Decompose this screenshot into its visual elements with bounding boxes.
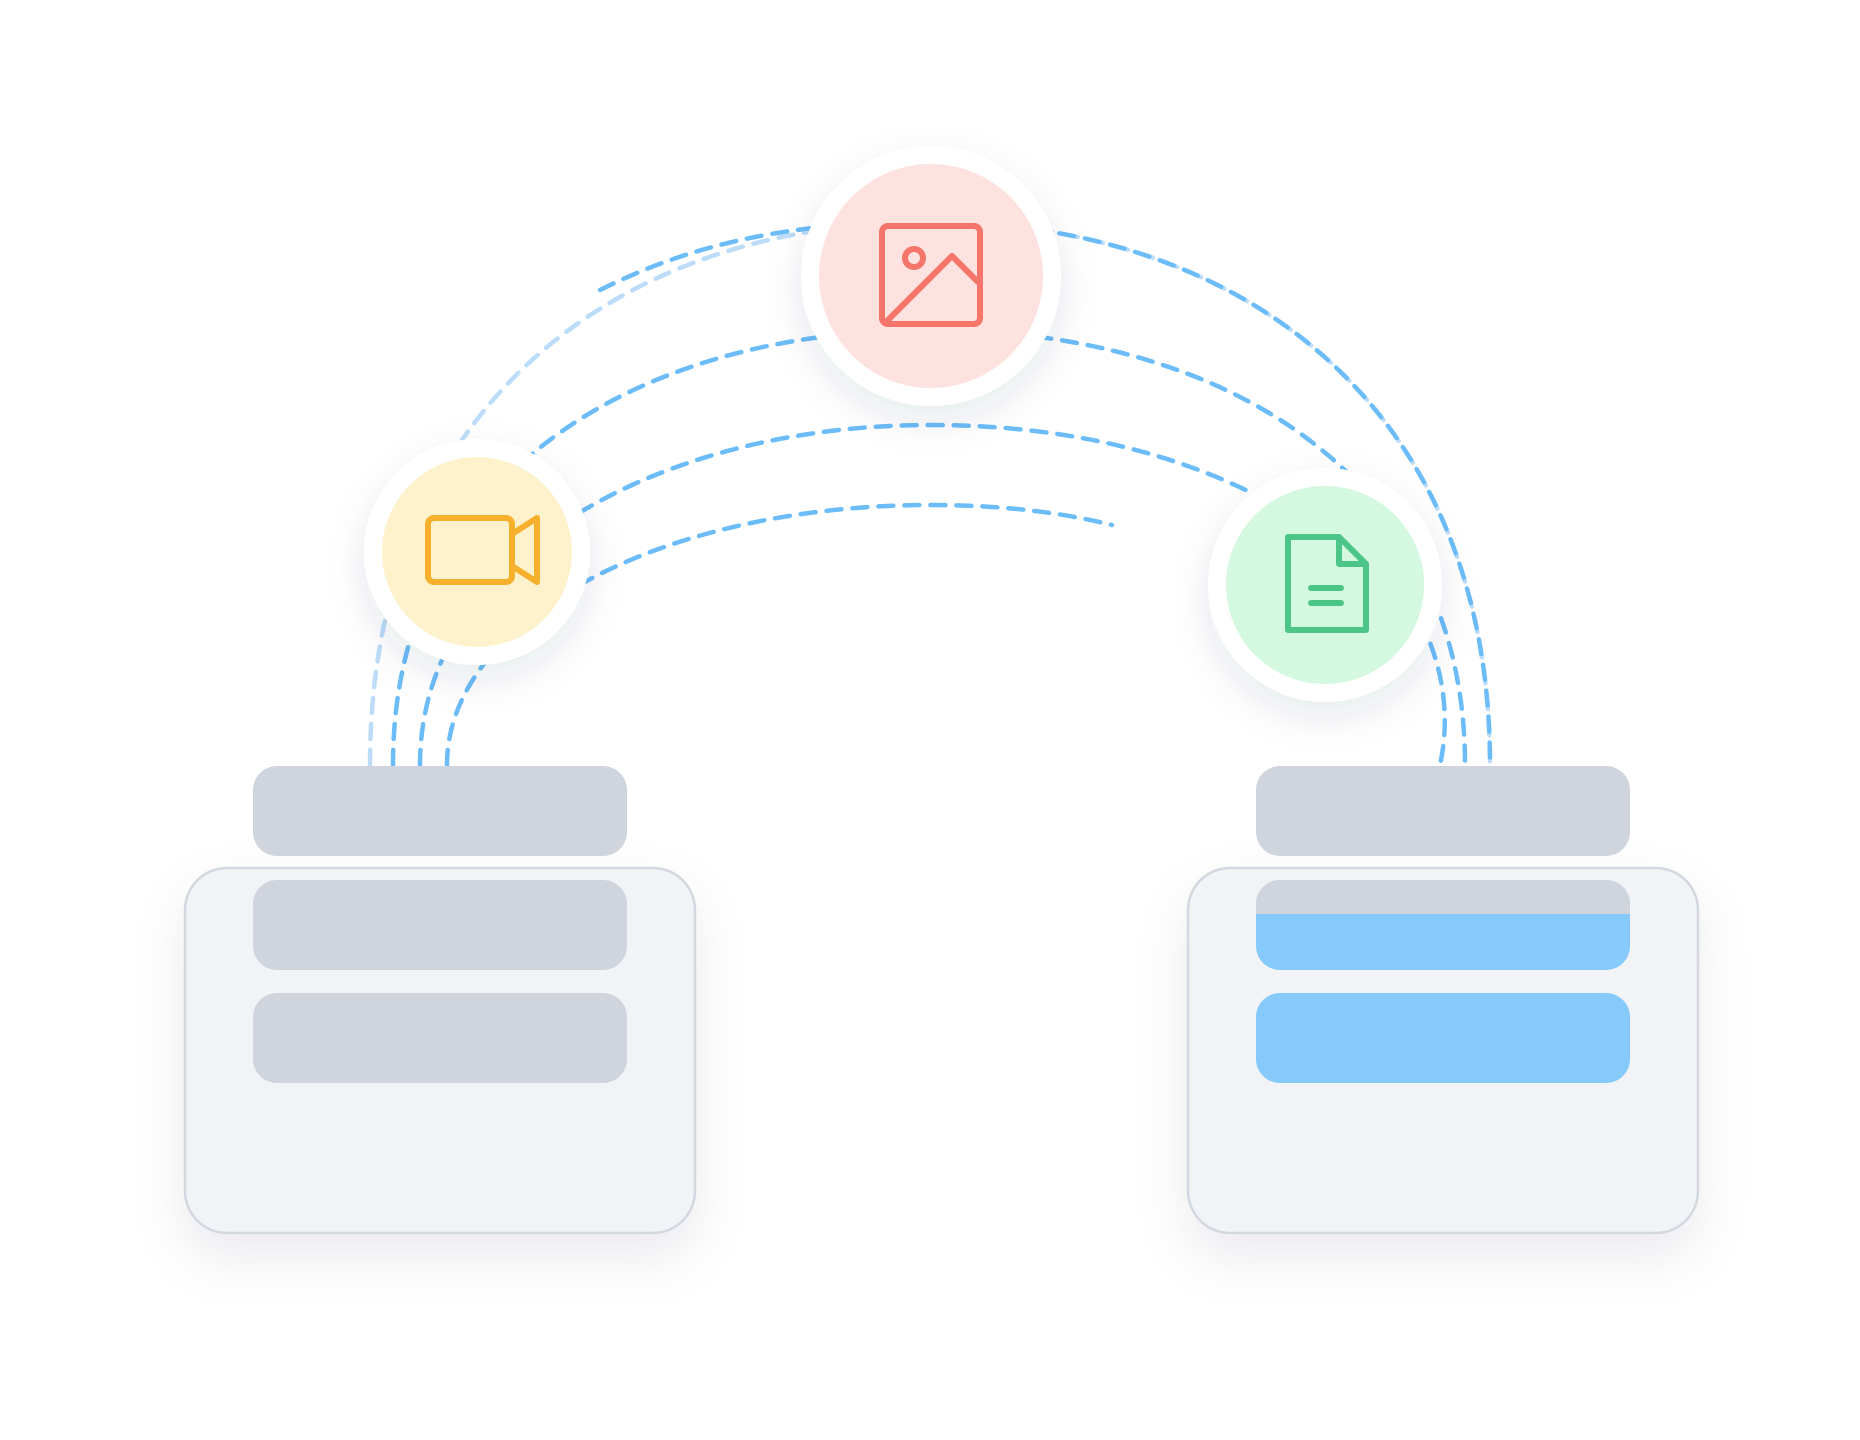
- destination-bar-bottom: [1256, 993, 1630, 1083]
- destination-panel: [1186, 766, 1700, 1235]
- document-icon: [1285, 534, 1369, 633]
- destination-bar-top: [1256, 766, 1630, 856]
- transfer-arc-outer-right: [927, 219, 1493, 768]
- destination-bar-middle: [1256, 880, 1630, 970]
- source-bar-middle: [253, 880, 627, 970]
- destination-bar-middle-unfilled: [1256, 880, 1630, 914]
- image-icon: [879, 223, 983, 327]
- source-bar-bottom: [253, 993, 627, 1083]
- video-node: [364, 439, 590, 665]
- video-camera-icon: [425, 515, 540, 585]
- source-panel: [183, 766, 697, 1235]
- source-bar-top: [253, 766, 627, 856]
- transfer-arc-inner: [444, 502, 1115, 768]
